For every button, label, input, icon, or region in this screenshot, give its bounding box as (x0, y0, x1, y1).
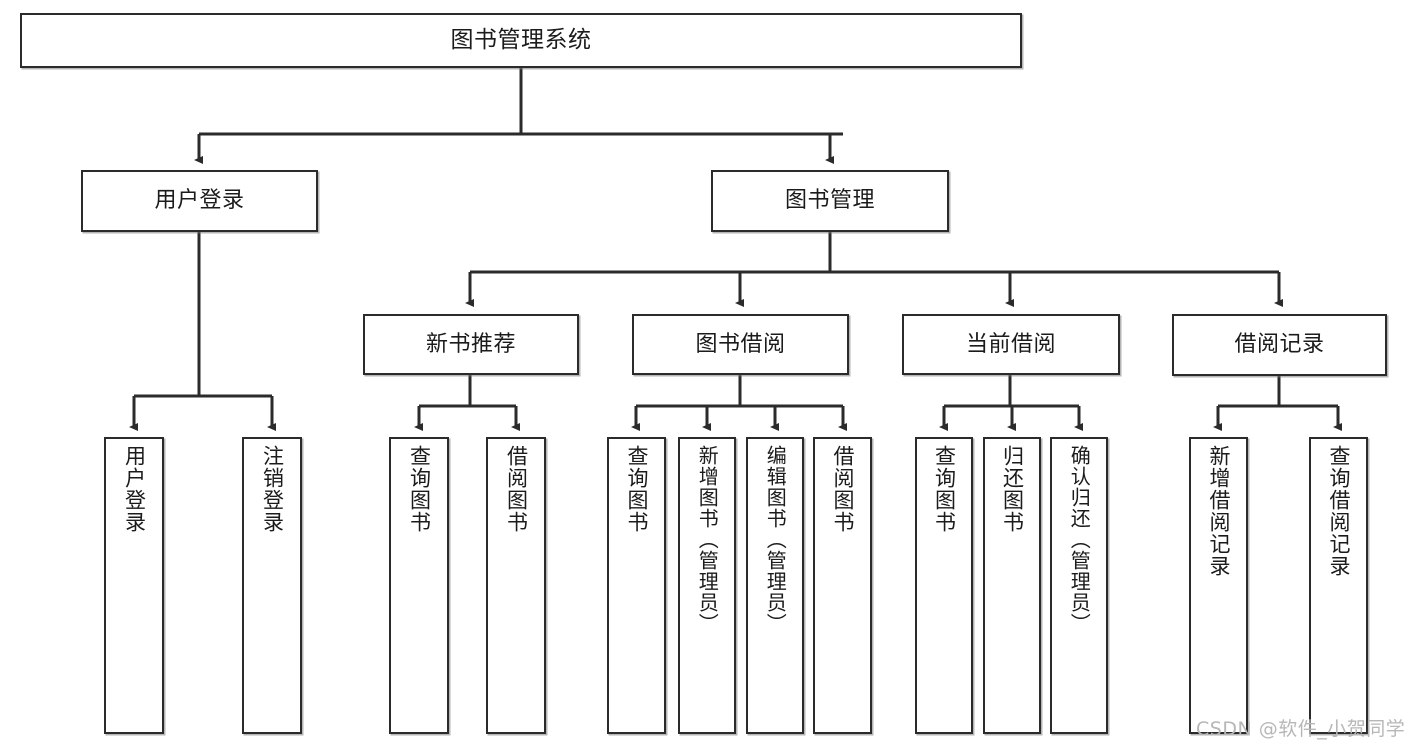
node-borrow-record-label: 借阅记录 (1234, 332, 1325, 358)
node-leaf-query-book-1[interactable]: 查询图书 (389, 437, 449, 734)
node-leaf-query-book-1-label: 查询图书 (407, 445, 432, 533)
csdn-watermark: CSDN @软件_小贺同学 (1196, 718, 1405, 740)
node-leaf-borrow-book-2[interactable]: 借阅图书 (813, 437, 872, 734)
node-leaf-add-borrow-record-label: 新增借阅记录 (1206, 445, 1231, 577)
node-root-label: 图书管理系统 (450, 27, 592, 54)
node-book-management-label: 图书管理 (784, 188, 875, 214)
node-leaf-query-borrow-record-label: 查询借阅记录 (1326, 445, 1351, 577)
node-user-login-label: 用户登录 (154, 188, 245, 214)
node-leaf-user-login-label: 用户登录 (122, 445, 147, 533)
node-leaf-return-book[interactable]: 归还图书 (983, 437, 1041, 734)
node-borrow-record[interactable]: 借阅记录 (1172, 314, 1387, 376)
node-new-book-recommend[interactable]: 新书推荐 (363, 314, 579, 375)
node-leaf-confirm-return-admin[interactable]: 确认归还（管理员） (1050, 437, 1108, 734)
node-leaf-add-book-admin-label: 新增图书（管理员） (695, 445, 720, 634)
node-leaf-edit-book-admin[interactable]: 编辑图书（管理员） (746, 437, 804, 734)
node-leaf-query-book-3[interactable]: 查询图书 (915, 437, 973, 734)
node-user-login[interactable]: 用户登录 (81, 170, 318, 232)
node-leaf-query-borrow-record[interactable]: 查询借阅记录 (1309, 437, 1368, 734)
node-book-borrow[interactable]: 图书借阅 (632, 314, 849, 375)
node-root[interactable]: 图书管理系统 (20, 13, 1022, 68)
node-book-management[interactable]: 图书管理 (711, 170, 949, 232)
node-leaf-add-book-admin[interactable]: 新增图书（管理员） (678, 437, 736, 734)
node-leaf-borrow-book-1[interactable]: 借阅图书 (486, 437, 546, 734)
node-leaf-confirm-return-admin-label: 确认归还（管理员） (1067, 445, 1092, 634)
node-book-borrow-label: 图书借阅 (695, 331, 786, 357)
node-leaf-add-borrow-record[interactable]: 新增借阅记录 (1189, 437, 1248, 734)
node-leaf-logout-login[interactable]: 注销登录 (242, 437, 302, 734)
node-leaf-borrow-book-1-label: 借阅图书 (504, 445, 529, 533)
node-leaf-query-book-2[interactable]: 查询图书 (607, 437, 666, 734)
node-leaf-query-book-2-label: 查询图书 (624, 445, 649, 533)
node-leaf-return-book-label: 归还图书 (1000, 445, 1025, 533)
node-leaf-edit-book-admin-label: 编辑图书（管理员） (763, 445, 788, 634)
node-leaf-borrow-book-2-label: 借阅图书 (830, 445, 855, 533)
node-leaf-query-book-3-label: 查询图书 (932, 445, 957, 533)
node-current-borrow[interactable]: 当前借阅 (902, 314, 1120, 375)
node-new-book-recommend-label: 新书推荐 (425, 331, 516, 357)
node-leaf-user-login[interactable]: 用户登录 (104, 437, 164, 734)
node-leaf-logout-login-label: 注销登录 (260, 445, 285, 533)
node-current-borrow-label: 当前借阅 (965, 331, 1056, 357)
